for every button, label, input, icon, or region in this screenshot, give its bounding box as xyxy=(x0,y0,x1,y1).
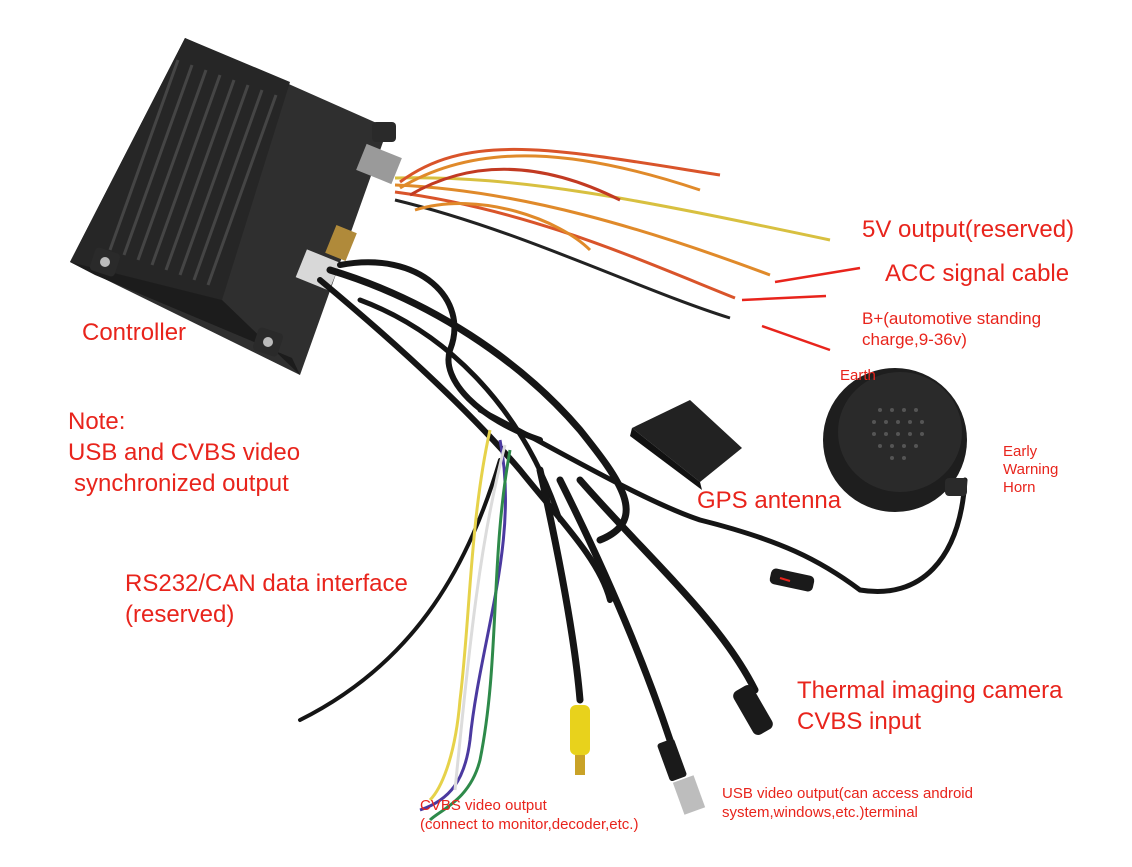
label-note-title: Note: xyxy=(68,408,126,435)
label-controller: Controller xyxy=(82,319,187,346)
label-bplus: B+(automotive standing charge,9-36v) xyxy=(862,308,1041,351)
thermal-camera-connector xyxy=(733,685,773,735)
rca-connector xyxy=(570,705,590,775)
label-usb-video-output: USB video output(can access android syst… xyxy=(722,785,973,823)
label-bplus-line1: B+(automotive standing xyxy=(862,309,1042,328)
label-cvbs-video-output: CVBS video output (connect to monitor,de… xyxy=(420,797,638,835)
label-horn-line2: Warning xyxy=(1003,461,1059,478)
label-acc-signal-cable: ACC signal cable xyxy=(885,260,1070,287)
data-wires xyxy=(419,429,512,822)
label-thermal-line2: CVBS input xyxy=(797,708,922,736)
label-earth: Earth xyxy=(840,367,876,384)
label-5v-output: 5V output(reserved) xyxy=(862,216,1075,243)
label-cvbs-out-line1: CVBS video output xyxy=(420,797,547,814)
label-horn-line3: Horn xyxy=(1003,479,1036,496)
label-note-line1: USB and CVBS video xyxy=(68,439,301,467)
pointer-lines xyxy=(741,266,861,352)
warning-horn xyxy=(823,368,967,512)
label-cvbs-out-line2: (connect to monitor,decoder,etc.) xyxy=(420,815,639,833)
controller-unit xyxy=(70,38,402,375)
label-note-line2: synchronized output xyxy=(74,470,289,498)
label-early-warning-horn: Early Warning Horn xyxy=(1003,443,1058,497)
signal-wires xyxy=(394,147,831,320)
label-rs232-line1: RS232/CAN data interface xyxy=(125,570,408,597)
label-thermal-line1: Thermal imaging camera xyxy=(797,677,1063,704)
label-gps-antenna: GPS antenna xyxy=(697,487,842,514)
label-usb-line2: system,windows,etc.)terminal xyxy=(722,803,918,821)
label-horn-line1: Early xyxy=(1003,443,1038,460)
gps-antenna-puck xyxy=(630,400,742,490)
horn-inline-connector xyxy=(769,568,815,592)
label-bplus-line2: charge,9-36v) xyxy=(862,330,967,350)
label-rs232-line2: (reserved) xyxy=(125,601,235,629)
label-usb-line1: USB video output(can access android xyxy=(722,785,973,802)
usb-connector xyxy=(657,738,706,815)
label-thermal-camera: Thermal imaging camera CVBS input xyxy=(797,675,1062,737)
label-note: Note: USB and CVBS video synchronized ou… xyxy=(68,406,300,500)
label-rs232-can: RS232/CAN data interface (reserved) xyxy=(125,568,408,630)
